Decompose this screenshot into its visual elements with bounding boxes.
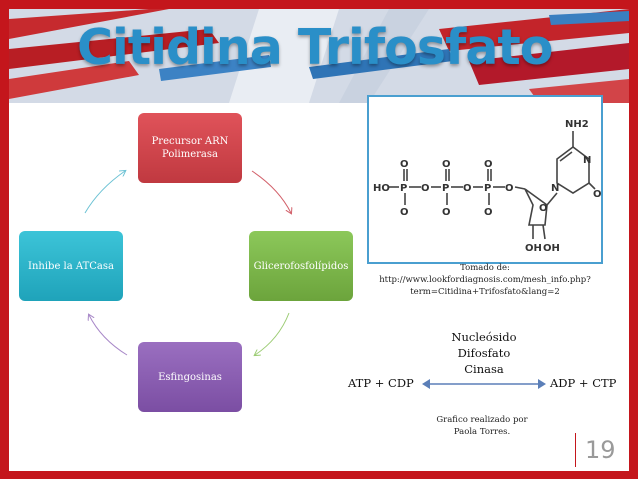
svg-text:P: P — [442, 183, 449, 194]
cycle-node-esfingosinas: Esfingosinas — [138, 342, 242, 412]
svg-text:O: O — [484, 159, 493, 170]
svg-text:O: O — [484, 207, 493, 218]
equation-products: ADP + CTP — [550, 376, 617, 390]
page-number: 19 — [585, 436, 616, 464]
author-credit: Grafico realizado por Paola Torres. — [436, 415, 528, 437]
arrow-bottom-left — [89, 315, 128, 356]
svg-text:O: O — [505, 183, 514, 194]
enzyme-label: Nucleósido Difosfato Cinasa — [429, 329, 539, 377]
svg-text:O: O — [400, 159, 409, 170]
svg-text:OH: OH — [525, 243, 542, 254]
svg-text:HO: HO — [373, 183, 390, 194]
reversible-arrow — [422, 379, 546, 389]
svg-text:OH: OH — [543, 243, 560, 254]
svg-text:O: O — [539, 203, 548, 214]
header-banner: Citidina Trifosfato — [9, 9, 629, 103]
svg-text:O: O — [593, 189, 601, 200]
cycle-arrows — [84, 9, 629, 471]
svg-text:O: O — [442, 159, 451, 170]
svg-text:P: P — [400, 183, 407, 194]
cycle-node-precursor: Precursor ARN Polimerasa — [138, 113, 242, 183]
enzyme-line-2: Difosfato — [457, 346, 511, 360]
enzyme-line-1: Nucleósido — [451, 330, 517, 344]
equation-reactants: ATP + CDP — [348, 376, 414, 390]
slide-content: Citidina Trifosfato Precursor ARN Polime… — [9, 9, 629, 471]
page-title: Citidina Trifosfato — [77, 19, 553, 76]
arrow-top-right — [251, 170, 291, 213]
cycle-node-glicerofosfolipidos: Glicerofosfolípidos — [249, 231, 353, 301]
svg-text:O: O — [421, 183, 430, 194]
svg-text:O: O — [463, 183, 472, 194]
arrow-left-top — [84, 171, 125, 214]
svg-text:N: N — [583, 155, 591, 166]
svg-text:P: P — [484, 183, 491, 194]
page-number-divider — [575, 433, 576, 467]
svg-text:NH2: NH2 — [565, 119, 589, 130]
svg-text:N: N — [551, 183, 559, 194]
svg-text:O: O — [400, 207, 409, 218]
cycle-node-inhibe: Inhibe la ATCasa — [19, 231, 123, 301]
banner-decoration — [9, 9, 629, 103]
enzyme-line-3: Cinasa — [464, 362, 504, 376]
arrow-right-bottom — [255, 312, 290, 355]
svg-text:O: O — [442, 207, 451, 218]
source-citation: Tomado de: http://www.lookfordiagnosis.c… — [379, 263, 591, 297]
